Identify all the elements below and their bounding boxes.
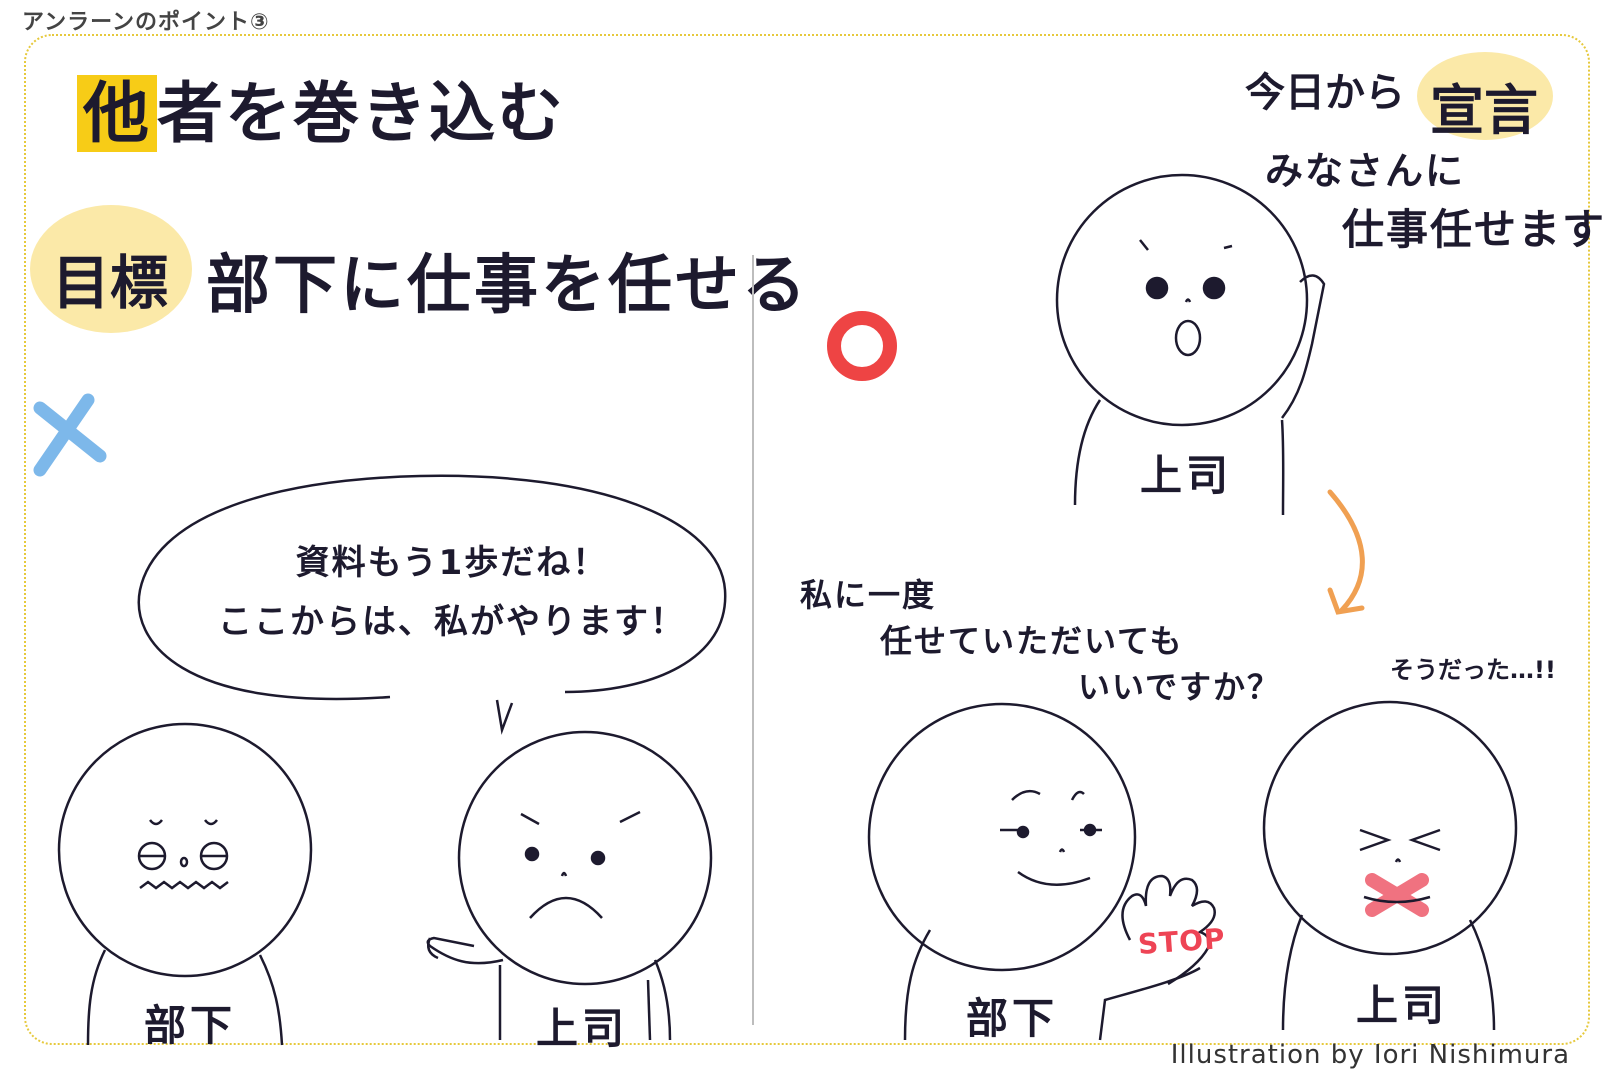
declaration-prefix: 今日から (1245, 70, 1405, 116)
boss-figure-top (1055, 173, 1326, 516)
boss-figure-left (426, 730, 713, 1041)
goal-label: 目標 (52, 249, 169, 317)
stop-sign: STOP (1136, 921, 1227, 962)
declaration-line-3: 仕事任せます (1342, 205, 1607, 254)
page-title: 他者を巻き込む (77, 60, 565, 156)
declaration-line-2: みなさんに (1265, 149, 1466, 193)
boss-name-left: 上司 (536, 1004, 629, 1053)
subordinate-name-left: 部下 (144, 1001, 237, 1050)
boss-name-top: 上司 (1140, 451, 1233, 500)
tape-cross-icon (1365, 873, 1429, 917)
speech-line-2: ここからは、私がやります！ (218, 602, 686, 642)
boss-figure-bottom (1262, 700, 1518, 1031)
declaration-badge-bg (1417, 52, 1553, 140)
boss-mouth-line (1363, 895, 1431, 904)
request-line-3: いいですか？ (1078, 668, 1282, 706)
subordinate-name-right: 部下 (966, 994, 1059, 1043)
speech-line-1: 資料もう1歩だね！ (295, 543, 609, 583)
boss-name-bottom: 上司 (1356, 981, 1449, 1030)
content-frame (24, 34, 1590, 1045)
circle-mark-icon (827, 311, 897, 381)
speech-bubble (137, 474, 727, 735)
panel-divider (752, 255, 754, 1025)
goal-badge (30, 205, 192, 333)
subordinate-figure-right (867, 702, 1216, 1041)
arrow-down-icon (1327, 489, 1365, 615)
title-rest: 者を巻き込む (157, 75, 565, 152)
subordinate-figure-left (57, 722, 313, 1046)
request-line-1: 私に一度 (800, 576, 937, 614)
request-line-2: 任せていただいても (880, 622, 1184, 660)
goal-text: 部下に仕事を任せる (206, 249, 809, 323)
title-highlight: 他 (77, 75, 157, 152)
cross-mark-icon (33, 393, 107, 477)
boss-reaction: そうだった…!! (1390, 656, 1556, 684)
illustration-credit: Illustration by Iori Nishimura (1170, 1040, 1570, 1070)
section-label: アンラーンのポイント③ (22, 10, 270, 35)
declaration-badge: 宣言 (1430, 79, 1538, 142)
